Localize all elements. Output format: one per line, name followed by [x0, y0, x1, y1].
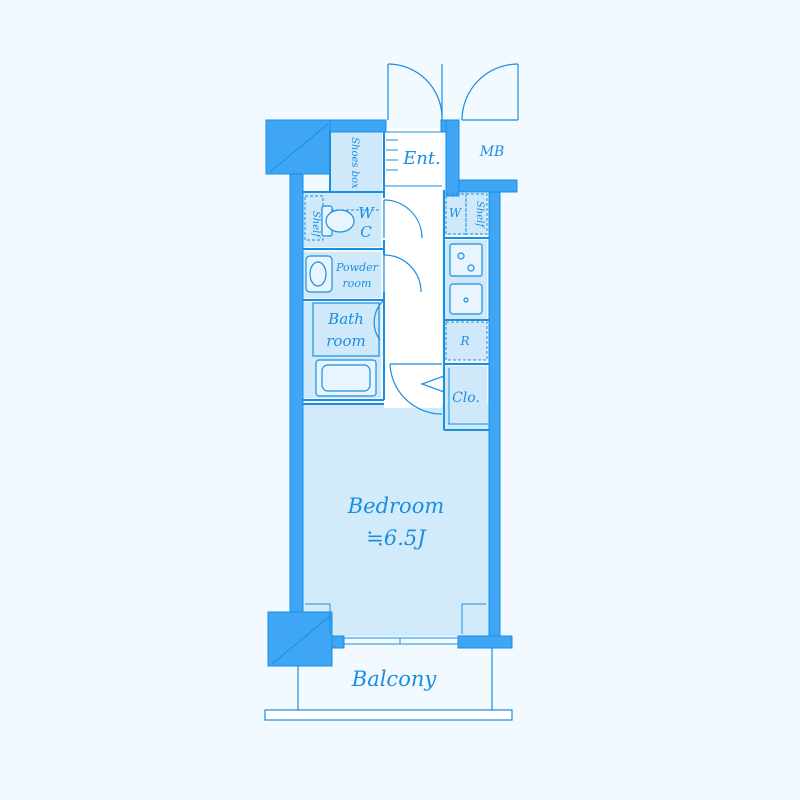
- hallway-floor: [384, 128, 442, 408]
- powder-label-2: room: [343, 277, 372, 290]
- powder-sink: [305, 255, 333, 293]
- bottom-wall-right: [457, 635, 513, 649]
- bedroom-size-label: ≒6.5J: [366, 526, 427, 550]
- fridge-area: [445, 322, 487, 360]
- toilet: [321, 205, 355, 237]
- column-diagonals: [269, 123, 331, 665]
- doors: [373, 63, 519, 415]
- mb-wall-bottom: [458, 179, 518, 193]
- balcony-label: Balcony: [351, 667, 438, 691]
- refrigerator-label: R: [459, 334, 469, 348]
- closet-label: Clo.: [452, 390, 480, 406]
- top-wall-left: [329, 119, 387, 133]
- bedroom-area: [303, 404, 489, 636]
- wc-w-label: W: [358, 204, 375, 222]
- entrance-label: Ent.: [402, 148, 441, 169]
- bath-label-1: Bath: [327, 310, 364, 328]
- kitchen-sink: [449, 283, 483, 315]
- balcony-railing: [264, 648, 513, 721]
- washer-label: W: [449, 206, 463, 220]
- entrance-step: [384, 131, 442, 187]
- wc-c-label: C: [360, 223, 372, 241]
- mb-wall-left: [445, 119, 460, 197]
- bath-enclosure: [312, 302, 380, 357]
- closet-rod: [448, 368, 488, 425]
- bath-label-2: room: [326, 332, 365, 350]
- bedroom-label: Bedroom: [347, 494, 445, 518]
- wc-shelf-label: Shelf: [310, 211, 321, 239]
- bathtub: [315, 359, 377, 397]
- bedroom-corner-marks: [305, 603, 486, 634]
- walls: [265, 119, 518, 667]
- right-wall: [488, 189, 501, 643]
- shoes-box-label: Shoes box: [349, 137, 360, 189]
- kitchen-shelf-label: Shelf: [474, 201, 485, 229]
- column-top-left: [265, 119, 331, 175]
- closet-area: [445, 366, 487, 428]
- shoes-box-area: [330, 132, 382, 192]
- column-bottom-left: [267, 611, 333, 667]
- left-wall: [289, 119, 304, 643]
- bottom-wall-left: [331, 635, 345, 649]
- stove: [449, 243, 483, 277]
- balcony-window: [344, 637, 458, 645]
- meter-box-label: MB: [479, 144, 505, 160]
- powder-label-1: Powder: [335, 261, 379, 274]
